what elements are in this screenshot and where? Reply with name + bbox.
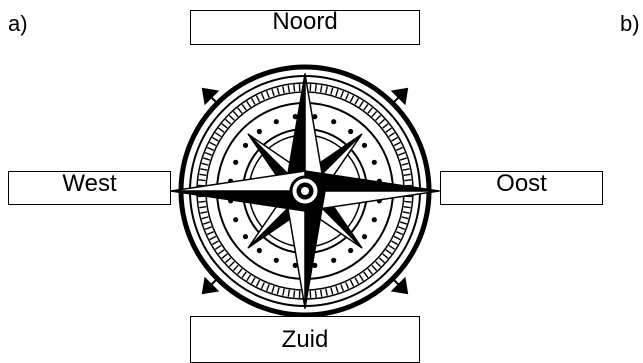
- ring-dot: [372, 217, 377, 222]
- center-hole: [301, 187, 309, 195]
- ring-dot: [274, 258, 279, 263]
- tick-mark: [294, 85, 295, 92]
- ring-dot: [243, 234, 248, 239]
- tick-mark: [199, 180, 206, 181]
- tick-mark: [315, 85, 316, 92]
- ring-dot: [331, 258, 336, 263]
- ring-dot: [233, 160, 238, 165]
- ring-dot: [348, 129, 353, 134]
- tick-mark: [315, 290, 316, 297]
- ring-dot: [243, 143, 248, 148]
- ring-dot: [331, 119, 336, 124]
- ring-dot: [257, 248, 262, 253]
- tick-mark: [404, 201, 411, 202]
- ring-dot: [348, 248, 353, 253]
- tick-mark: [404, 180, 411, 181]
- ring-dot: [274, 119, 279, 124]
- south-label-box[interactable]: Zuid: [190, 316, 420, 363]
- tick-mark: [199, 201, 206, 202]
- north-label-box[interactable]: Noord: [190, 10, 420, 45]
- compass-rose: [171, 67, 439, 315]
- ring-dot: [372, 160, 377, 165]
- east-label-box[interactable]: Oost: [440, 171, 603, 205]
- ring-dot: [233, 217, 238, 222]
- ring-dot: [362, 143, 367, 148]
- ring-dot: [362, 234, 367, 239]
- west-label-box[interactable]: West: [8, 171, 171, 205]
- ring-dot: [257, 129, 262, 134]
- tick-mark: [294, 290, 295, 297]
